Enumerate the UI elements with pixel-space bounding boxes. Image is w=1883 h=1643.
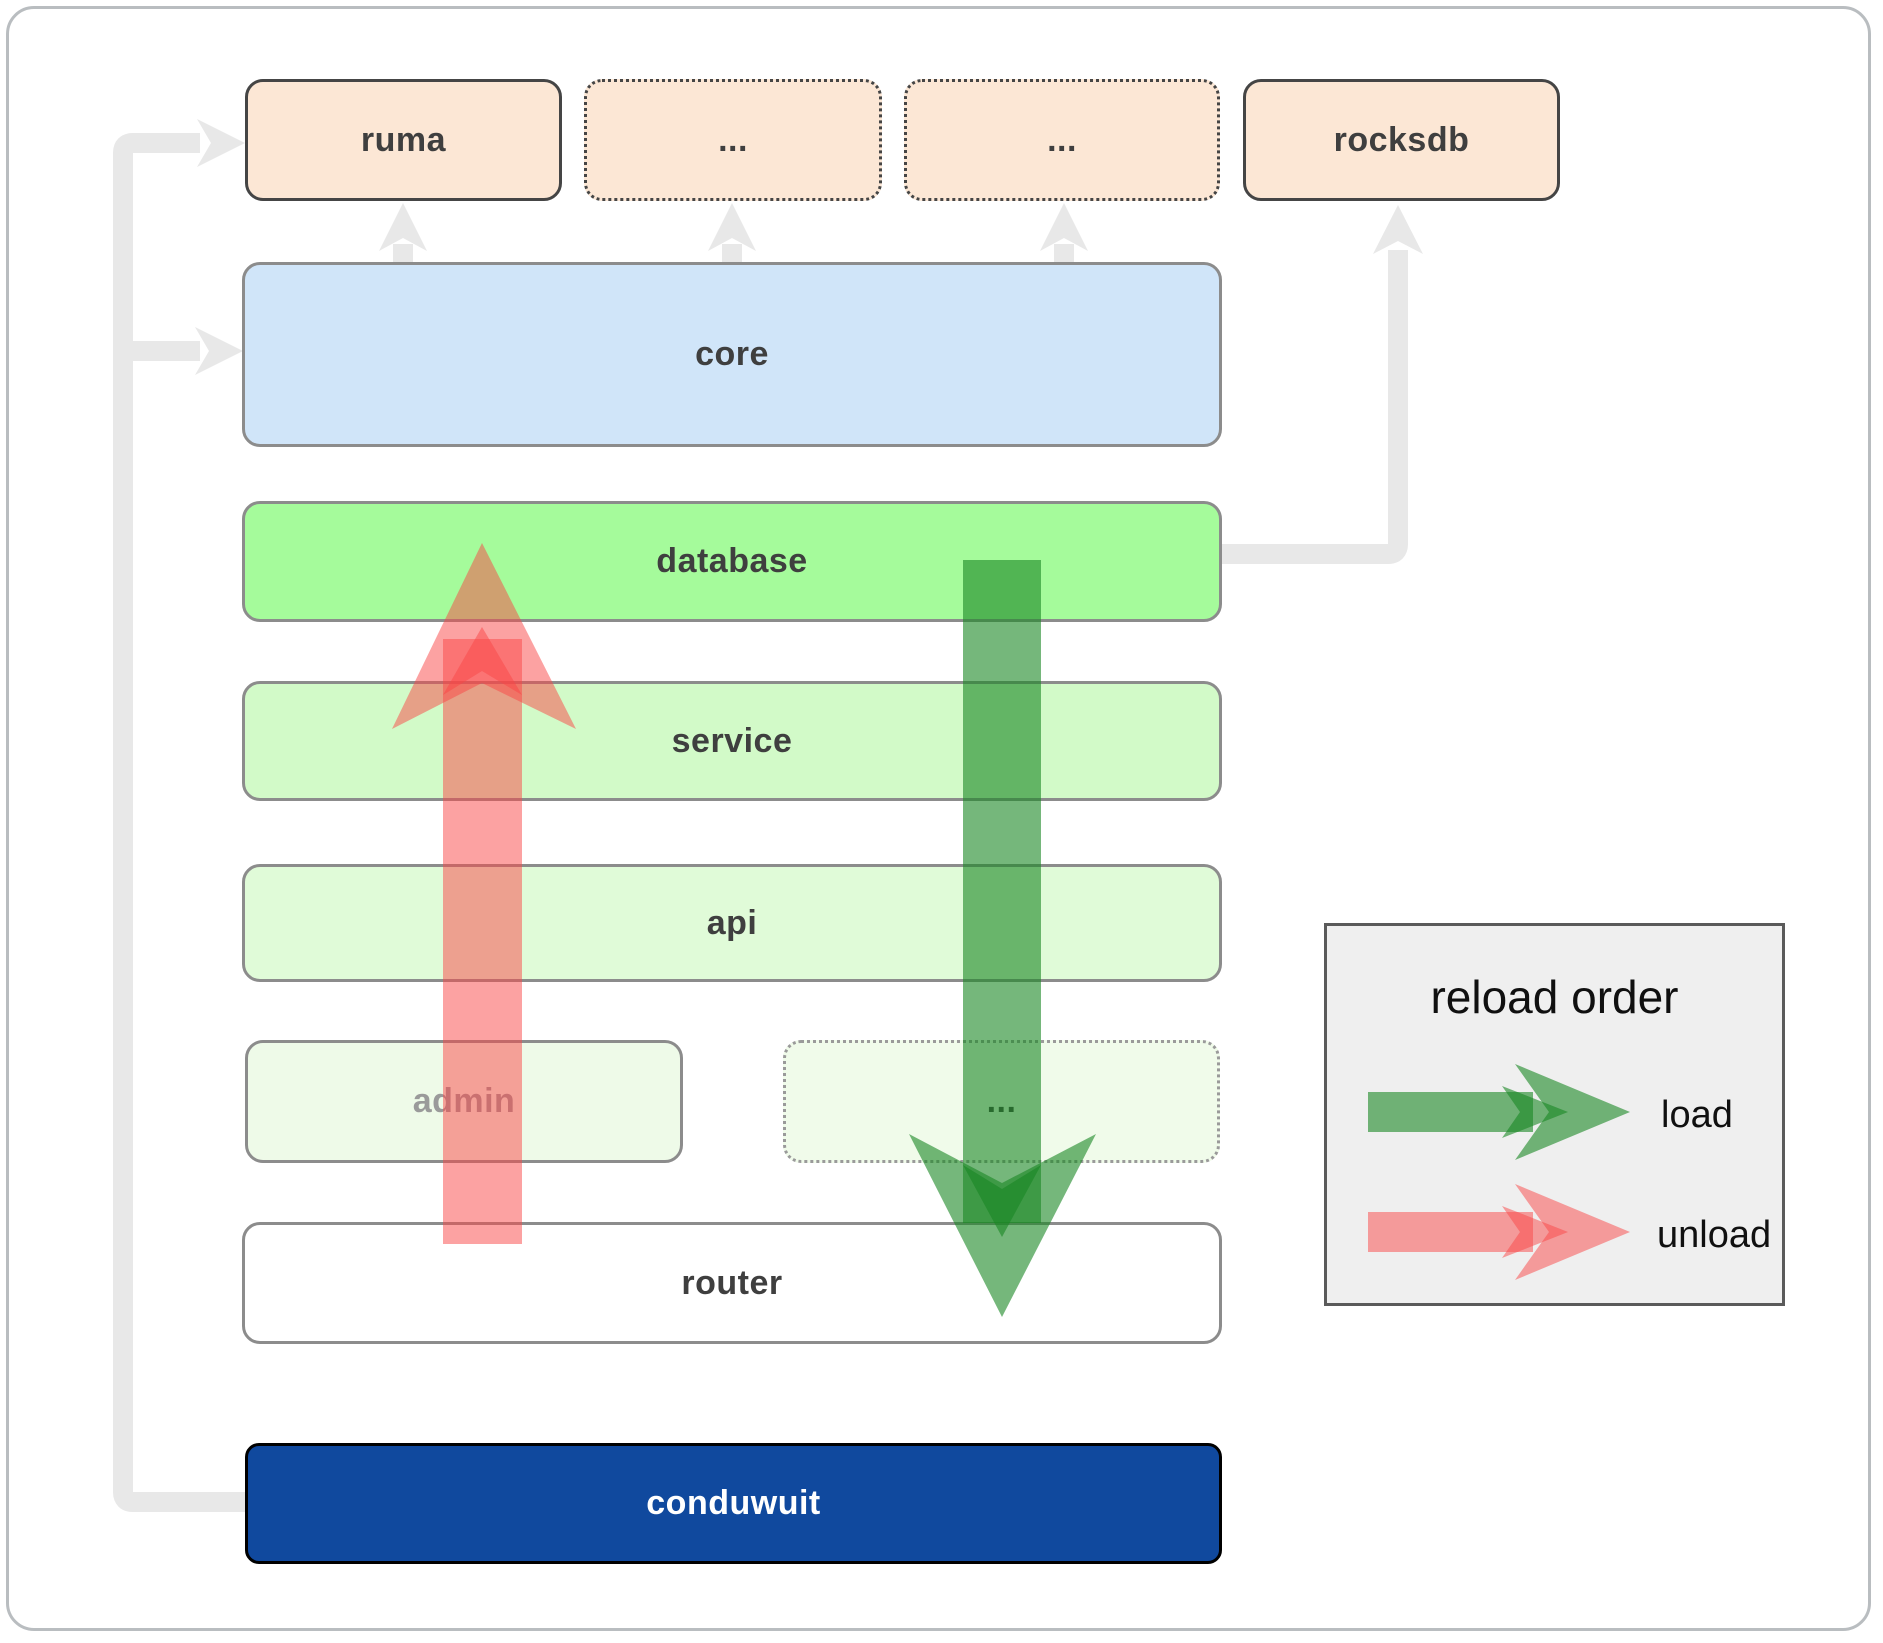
node-ruma: ruma <box>245 79 562 201</box>
node-database-label: database <box>656 542 808 580</box>
legend-unload-label: unload <box>1657 1214 1772 1256</box>
node-service-label: service <box>671 721 793 760</box>
node-conduwuit-label: conduwuit <box>646 1484 821 1522</box>
node-core-label: core <box>695 335 769 373</box>
node-router-label: router <box>681 1263 783 1302</box>
legend-title: reload order <box>1430 971 1679 1023</box>
node-ellipsis-top-1: ... <box>584 79 882 201</box>
node-core: core <box>242 262 1222 447</box>
legend-box: reload order load unload <box>1324 923 1785 1306</box>
node-ruma-label: ruma <box>360 120 447 159</box>
node-service: service <box>242 681 1222 801</box>
node-rocksdb: rocksdb <box>1243 79 1560 201</box>
legend-load-label: load <box>1661 1094 1733 1136</box>
node-ellipsis-admin-row-label: ... <box>986 1082 1017 1120</box>
node-conduwuit: conduwuit <box>245 1443 1222 1564</box>
node-ellipsis-top-2: ... <box>904 79 1220 201</box>
node-ellipsis-admin-row: ... <box>783 1040 1220 1163</box>
node-admin: admin <box>245 1040 683 1163</box>
node-admin-label: admin <box>412 1082 516 1120</box>
node-rocksdb-label: rocksdb <box>1333 120 1470 159</box>
node-api: api <box>242 864 1222 982</box>
outer-frame <box>6 6 1871 1631</box>
node-ellipsis-top-1-label: ... <box>718 120 748 159</box>
node-ellipsis-top-2-label: ... <box>1047 120 1077 159</box>
node-router: router <box>242 1222 1222 1344</box>
node-api-label: api <box>706 903 758 942</box>
node-database: database <box>242 501 1222 622</box>
